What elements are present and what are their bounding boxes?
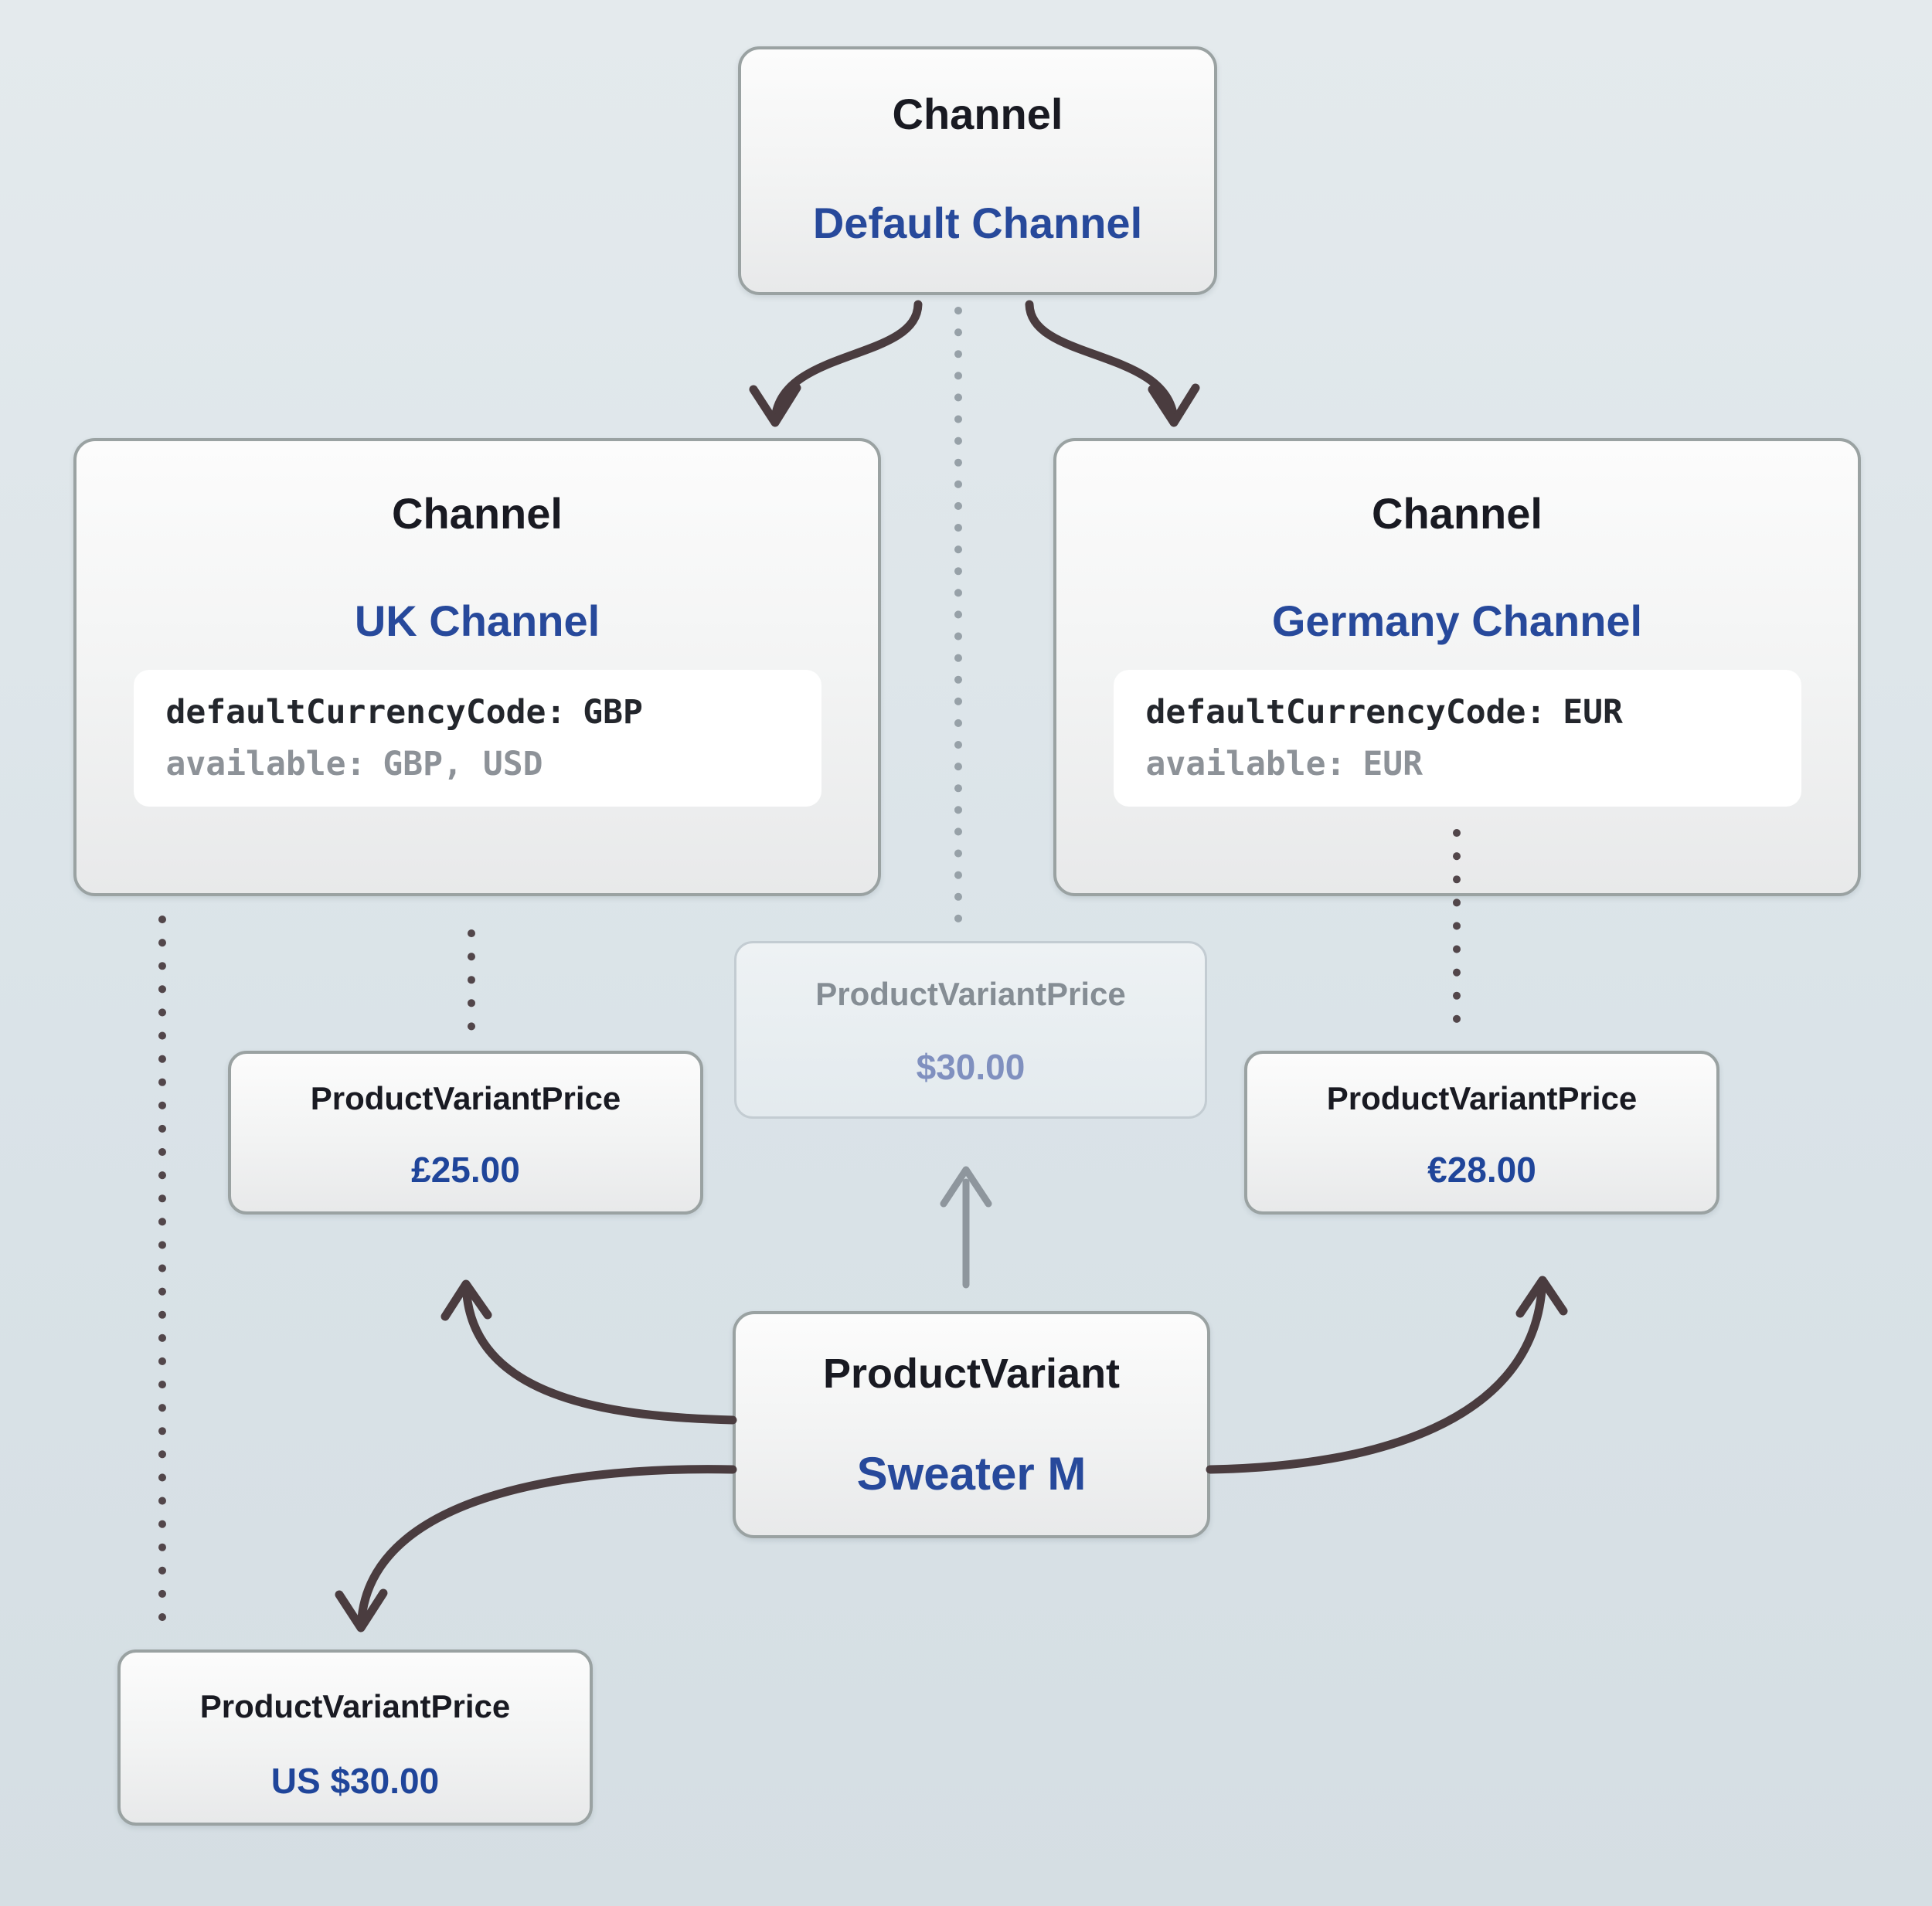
node-default-channel-price-faded: ProductVariantPrice $30.00 <box>734 941 1207 1119</box>
entity-name-label: Sweater M <box>856 1448 1087 1500</box>
node-product-variant: ProductVariant Sweater M <box>733 1311 1210 1538</box>
default-currency-code-line: defaultCurrencyCode: GBP <box>166 687 789 739</box>
entity-name-label: Default Channel <box>812 199 1143 247</box>
code-key: available: <box>165 744 366 783</box>
code-key: available: <box>1145 744 1346 783</box>
entity-type-label: ProductVariantPrice <box>310 1080 621 1116</box>
price-value: US $30.00 <box>270 1761 440 1801</box>
entity-name-label: UK Channel <box>354 596 600 645</box>
code-value: EUR <box>1362 744 1423 783</box>
currency-code-box: defaultCurrencyCode: EUR available: EUR <box>1113 670 1801 807</box>
entity-type-label: Channel <box>892 90 1063 138</box>
entity-type-label: ProductVariant <box>822 1351 1121 1397</box>
price-value: €28.00 <box>1427 1150 1536 1190</box>
node-uk-price: ProductVariantPrice £25.00 <box>228 1051 703 1215</box>
entity-type-label: Channel <box>1372 489 1543 538</box>
arrow-default-channel-to-germany-channel <box>1025 300 1200 427</box>
available-currencies-line: available: GBP, USD <box>166 739 789 790</box>
default-currency-code-line: defaultCurrencyCode: EUR <box>1146 687 1769 739</box>
entity-name-label: Germany Channel <box>1271 596 1643 645</box>
node-germany-price: ProductVariantPrice €28.00 <box>1244 1051 1719 1215</box>
entity-type-label: ProductVariantPrice <box>1326 1080 1638 1116</box>
arrow-product-variant-to-us-price <box>335 1465 737 1633</box>
price-value: £25.00 <box>411 1150 520 1190</box>
node-germany-channel: Channel Germany Channel defaultCurrencyC… <box>1053 438 1861 896</box>
code-value: GBP, USD <box>383 744 543 783</box>
arrow-product-variant-to-default-price <box>940 1166 992 1289</box>
entity-type-label: ProductVariantPrice <box>199 1688 511 1724</box>
code-key: defaultCurrencyCode: <box>165 693 566 732</box>
arrow-product-variant-to-uk-price <box>440 1279 737 1425</box>
node-uk-channel: Channel UK Channel defaultCurrencyCode: G… <box>73 438 881 896</box>
price-value: $30.00 <box>916 1047 1026 1087</box>
node-default-channel: Channel Default Channel <box>738 46 1217 295</box>
node-us-price: ProductVariantPrice US $30.00 <box>117 1649 593 1826</box>
code-value: EUR <box>1563 693 1623 732</box>
available-currencies-line: available: EUR <box>1146 739 1769 790</box>
arrow-product-variant-to-germany-price <box>1206 1276 1568 1474</box>
entity-type-label: Channel <box>392 489 563 538</box>
code-key: defaultCurrencyCode: <box>1145 693 1546 732</box>
currency-code-box: defaultCurrencyCode: GBP available: GBP, U… <box>133 670 821 807</box>
code-value: GBP <box>583 693 643 732</box>
entity-type-label: ProductVariantPrice <box>815 976 1126 1012</box>
arrow-default-channel-to-uk-channel <box>749 300 923 427</box>
